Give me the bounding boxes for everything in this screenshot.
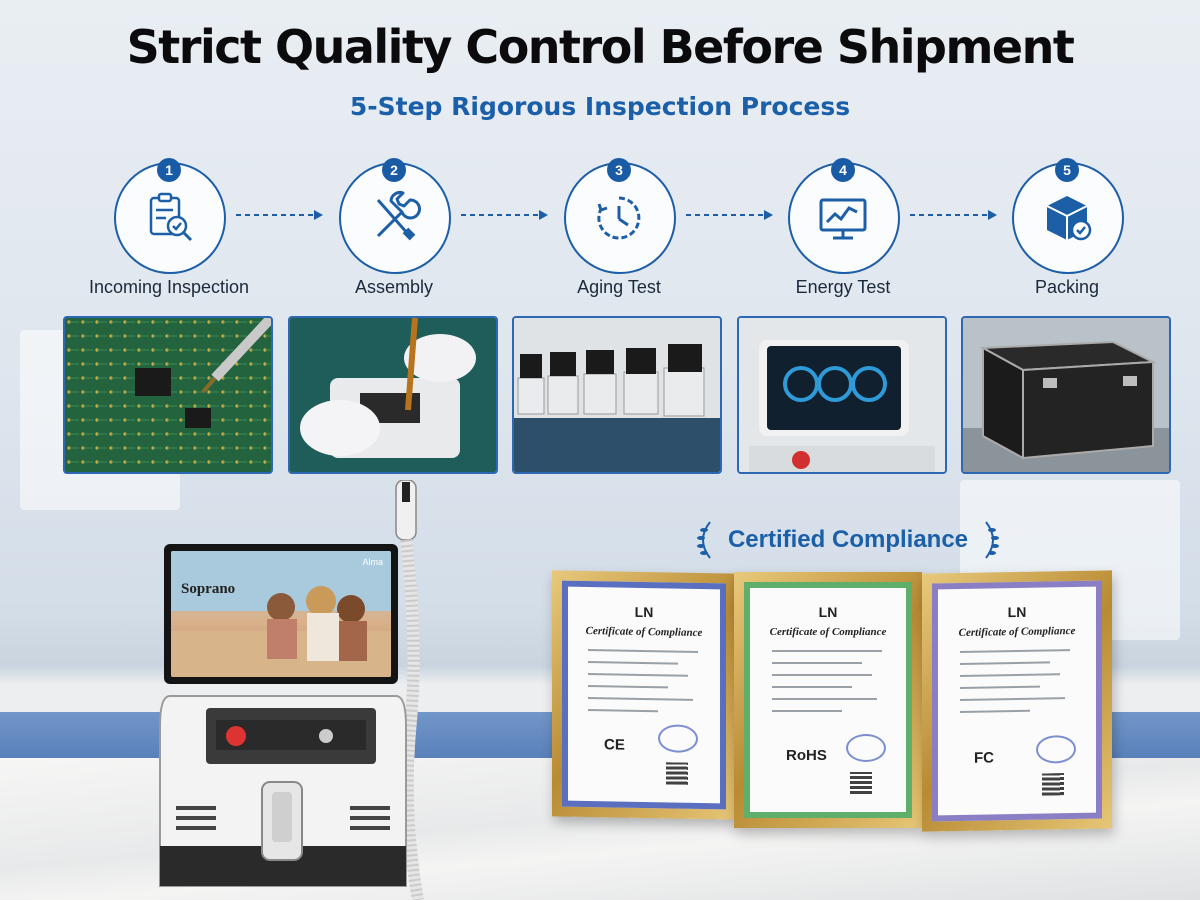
step-label: Packing (1034, 277, 1100, 297)
photo-aging-test (512, 316, 722, 474)
step-number: 3 (607, 158, 631, 182)
screen-brand-text: Soprano (181, 581, 236, 597)
step-label: Incoming Inspection (88, 277, 250, 297)
step-aging-test: 3 Aging Test (509, 158, 729, 300)
monitor-chart-icon (819, 198, 867, 240)
step-incoming-inspection: 1 Incoming Inspection (59, 158, 279, 300)
certified-compliance-title: Certified Compliance (727, 526, 969, 553)
step-number: 4 (831, 158, 855, 182)
screen-logo-text: Alma (362, 557, 383, 567)
certificate-fc: LN Certificate of Compliance FC (922, 570, 1112, 832)
certificate-brand: LN (818, 604, 838, 620)
dashed-arrow-icon (461, 210, 548, 220)
certificate-ce: LN Certificate of Compliance CE (552, 570, 736, 820)
certificate-mark: RoHS (786, 747, 827, 764)
page-subtitle: 5-Step Rigorous Inspection Process (349, 92, 851, 121)
step-label: Aging Test (577, 277, 661, 297)
dashed-arrow-icon (686, 210, 773, 220)
wrench-screwdriver-icon (376, 191, 421, 241)
dashed-arrow-icon (236, 210, 323, 220)
photo-packing (961, 316, 1171, 474)
certified-compliance-heading: Certified Compliance (692, 518, 1004, 564)
laurel-left-icon (697, 521, 711, 559)
step-label: Assembly (354, 277, 434, 297)
step-number: 2 (382, 158, 406, 182)
page-title: Strict Quality Control Before Shipment (126, 20, 1075, 74)
photo-energy-test (737, 316, 947, 474)
step-number: 1 (157, 158, 181, 182)
clipboard-search-icon (149, 192, 193, 242)
dashed-arrow-icon (910, 210, 997, 220)
clock-icon (597, 196, 641, 240)
photo-circuit-board (63, 316, 273, 474)
box-check-icon (1046, 196, 1092, 241)
photo-assembly (288, 316, 498, 474)
certificate-mark: FC (974, 749, 994, 767)
step-number: 5 (1055, 158, 1079, 182)
step-packing: 5 Packing (957, 158, 1177, 300)
device-body (159, 695, 407, 887)
device-screen: Soprano Alma (164, 544, 398, 684)
step-energy-test: 4 Energy Test (733, 158, 953, 300)
certificate-heading: Certificate of Compliance (958, 624, 1076, 640)
laurel-right-icon (985, 521, 999, 559)
certificate-heading: Certificate of Compliance (769, 626, 887, 638)
certificate-brand: LN (1007, 603, 1027, 621)
step-assembly: 2 Assembly (284, 158, 504, 300)
certificate-brand: LN (634, 603, 654, 621)
certificate-mark: CE (604, 736, 625, 754)
laser-device: Soprano Alma (156, 480, 456, 900)
step-label: Energy Test (795, 277, 891, 297)
certificate-rohs: LN Certificate of Compliance RoHS (734, 572, 922, 828)
certificate-heading: Certificate of Compliance (585, 624, 703, 640)
handpiece-cable (395, 480, 424, 900)
